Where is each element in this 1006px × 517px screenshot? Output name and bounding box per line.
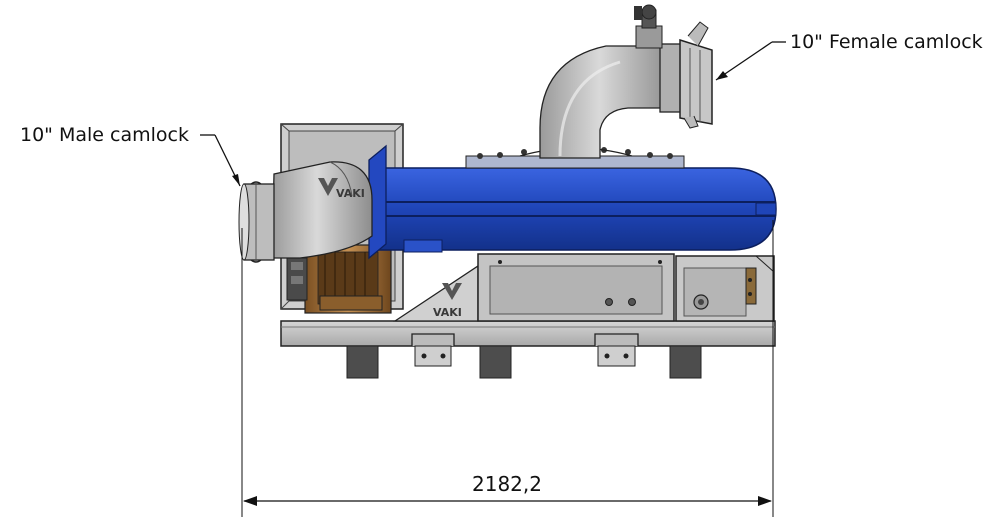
lifting-bracket-left [411,333,455,367]
female-camlock-label: 10" Female camlock [790,31,983,53]
tank-support-box [477,253,675,322]
overall-length-dimension: 2182,2 [241,220,774,517]
callout-male-camlock: 10" Male camlock [20,124,241,187]
male-camlock-label: 10" Male camlock [20,124,189,146]
blue-tank [377,147,777,253]
gusset-plate: VAKI [392,264,479,322]
outlet-elbow-female [539,4,713,159]
vaki-logo-lower: VAKI [433,306,462,319]
dimension-arrow-right [758,496,772,506]
dimension-value: 2182,2 [472,472,542,496]
base-frame [280,320,776,379]
vaki-logo-upper: VAKI [336,187,365,200]
control-box [675,255,775,322]
machine-illustration: VAKI [238,4,777,379]
female-leader-arrowhead [716,71,728,80]
lifting-bracket-right [594,333,639,367]
motor-unit [286,244,392,314]
inlet-pipe-male: VAKI [238,161,373,263]
dimension-arrow-left [243,496,257,506]
callout-female-camlock: 10" Female camlock [715,31,983,81]
male-leader-arrowhead [232,174,240,186]
